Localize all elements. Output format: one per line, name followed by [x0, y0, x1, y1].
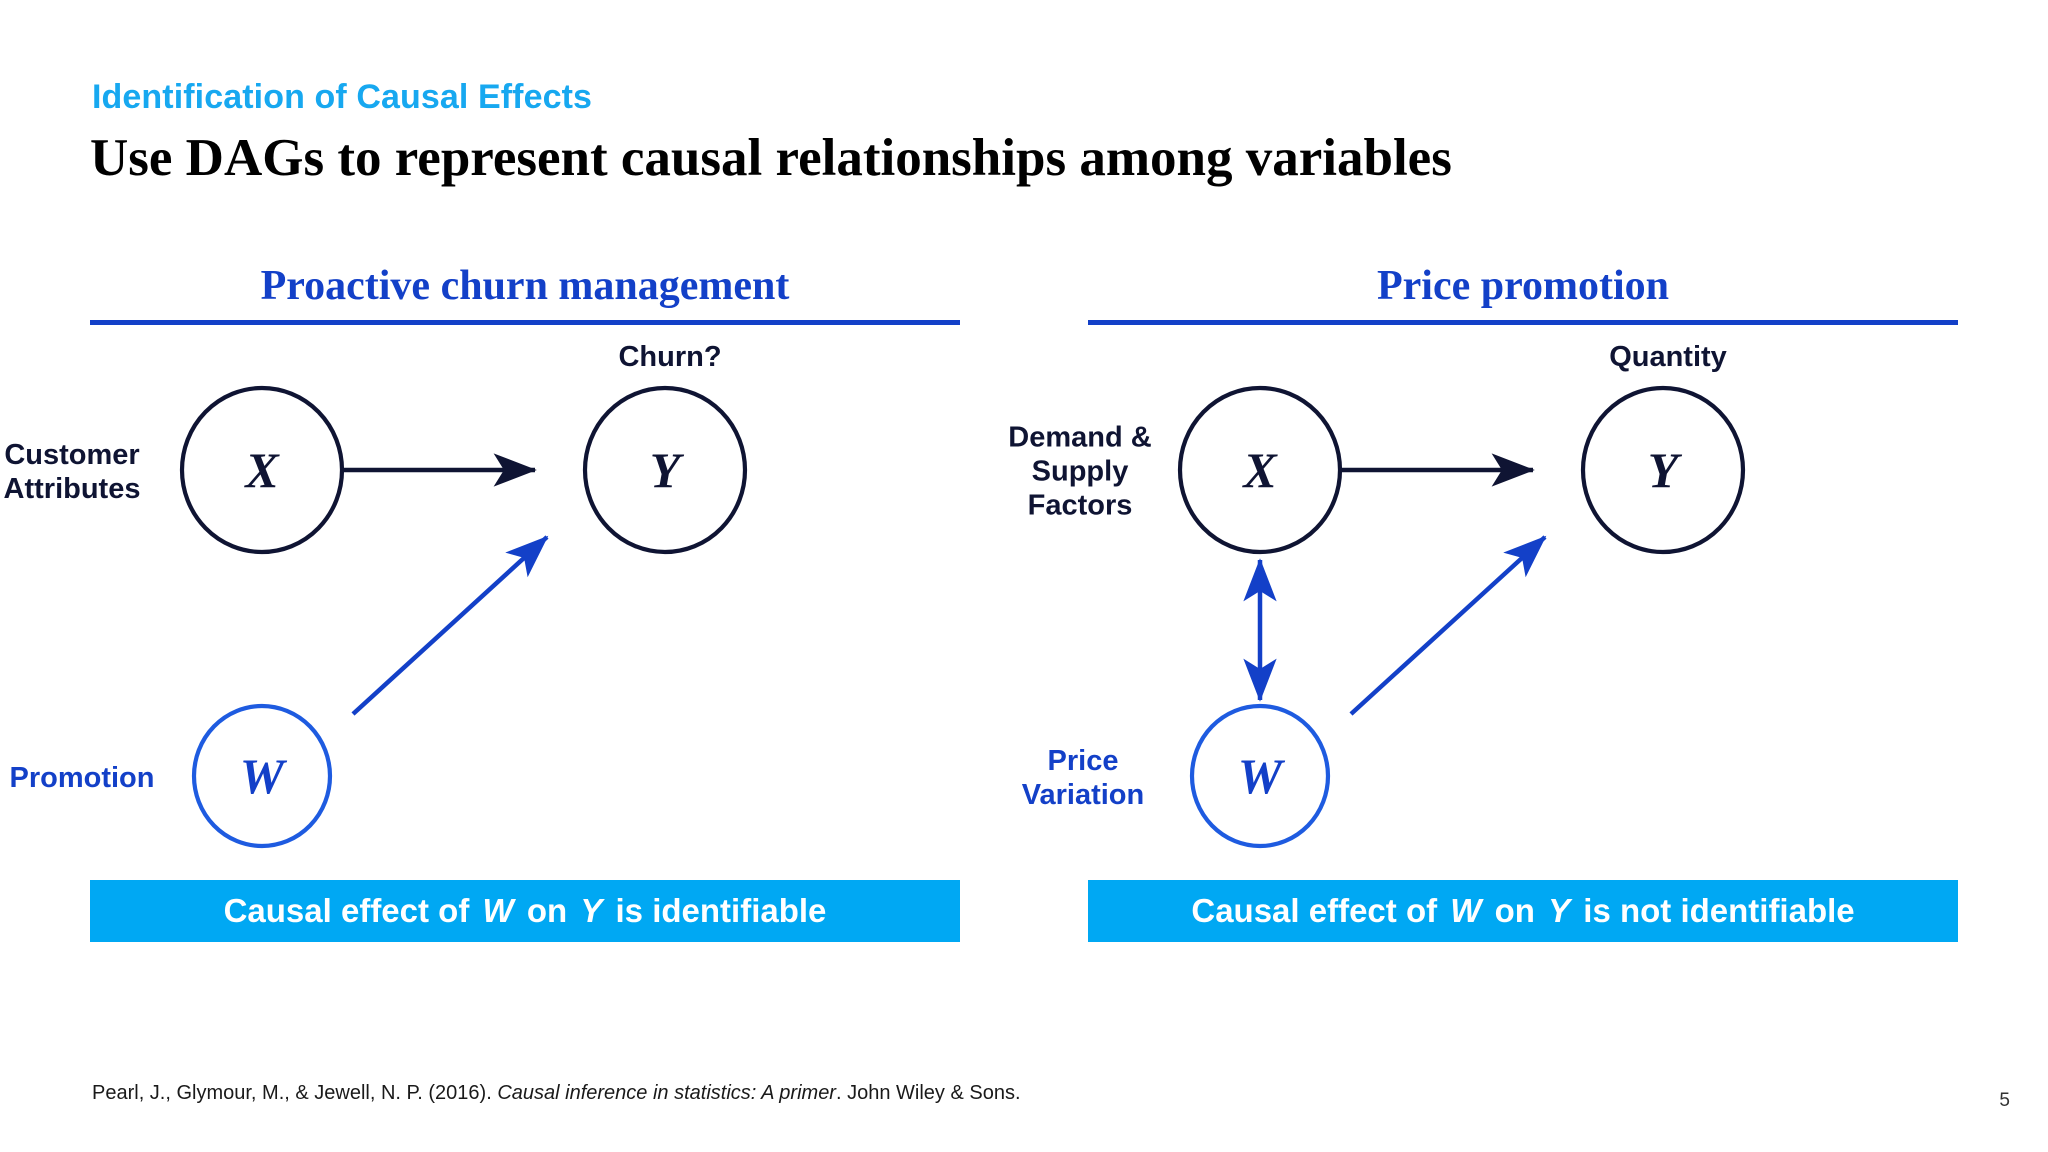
edge-w-to-y: [351, 535, 549, 716]
banner-var1-right: W: [1450, 892, 1482, 929]
dag-diagram-right: X Y W Demand & Supply Factors Quantity P…: [1008, 332, 1958, 872]
node-caption-x: Demand & Supply Factors: [1008, 421, 1152, 523]
node-circle-x: [1177, 385, 1343, 555]
node-caption-x: Customer Attributes: [3, 438, 141, 505]
banner-var2-right: Y: [1548, 892, 1571, 929]
node-circle-y: [1580, 385, 1746, 555]
node-caption-y: Quantity: [1609, 340, 1727, 373]
page-title: Use DAGs to represent causal relationshi…: [90, 129, 1452, 187]
edge-w-to-y: [1349, 535, 1547, 716]
banner-var2-left: Y: [580, 892, 603, 929]
conclusion-banner-right: Causal effect of W on Y is not identifia…: [1088, 880, 1958, 942]
conclusion-banner-text-left: Causal effect of W on Y is identifiable: [224, 892, 827, 930]
node-caption-w: Promotion: [9, 761, 155, 794]
citation-text: Pearl, J., Glymour, M., & Jewell, N. P. …: [92, 1082, 1021, 1105]
dag-diagram-left: X Y W Customer Attributes Churn? Promoti…: [4, 332, 960, 872]
page-number: 5: [1999, 1090, 2010, 1111]
node-circle-w: [191, 703, 333, 849]
panel-title-left: Proactive churn management: [260, 263, 790, 309]
banner-suffix-left: is identifiable: [615, 892, 827, 929]
panel-price-promotion: Price promotion: [1008, 262, 1958, 1022]
conclusion-banner-left: Causal effect of W on Y is identifiable: [90, 880, 960, 942]
node-circle-y: [582, 385, 748, 555]
banner-var1-left: W: [482, 892, 514, 929]
node-caption-y: Churn?: [618, 340, 722, 373]
citation-authors: Pearl, J., Glymour, M., & Jewell, N. P. …: [92, 1082, 498, 1104]
citation-publisher: . John Wiley & Sons.: [835, 1082, 1021, 1104]
panel-proactive-churn-management: Proactive churn management: [4, 262, 960, 1022]
slide-eyebrow: Identification of Causal Effects: [92, 78, 593, 116]
banner-prefix-right: Causal effect of: [1191, 892, 1438, 929]
banner-middle-right: on: [1494, 892, 1535, 929]
panel-title-right: Price promotion: [1377, 263, 1669, 309]
banner-prefix-left: Causal effect of: [223, 892, 470, 929]
banner-middle-left: on: [526, 892, 568, 929]
node-caption-w: Price Variation: [1021, 744, 1145, 811]
citation-title: Causal inference in statistics: A primer: [497, 1082, 836, 1104]
node-circle-x: [179, 385, 345, 555]
conclusion-banner-text-right: Causal effect of W on Y is not identifia…: [1191, 892, 1854, 930]
node-circle-w: [1189, 703, 1331, 849]
banner-suffix-right: is not identifiable: [1583, 892, 1855, 929]
panel-rule-left: [90, 320, 960, 325]
panel-rule-right: [1088, 320, 1958, 325]
